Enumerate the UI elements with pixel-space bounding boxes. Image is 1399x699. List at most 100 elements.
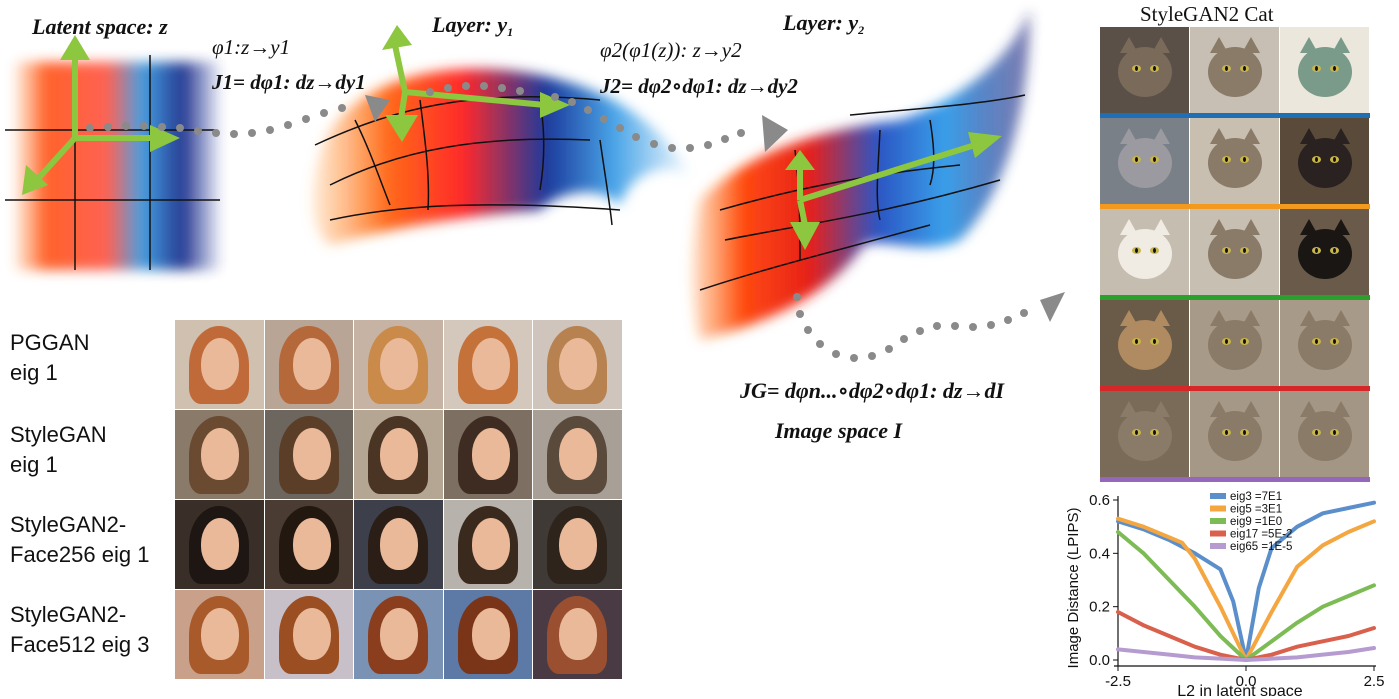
layer2-manifold bbox=[692, 10, 1030, 340]
cat-eye bbox=[1240, 156, 1249, 163]
face-image bbox=[533, 410, 622, 499]
cat-ear bbox=[1300, 219, 1318, 235]
cat-eye bbox=[1150, 65, 1159, 72]
cat-head bbox=[1118, 47, 1172, 97]
cat-head bbox=[1298, 138, 1352, 188]
face-head bbox=[559, 518, 598, 570]
face-head bbox=[201, 518, 239, 570]
face-image bbox=[264, 590, 354, 679]
cat-eye bbox=[1132, 338, 1141, 345]
cat-image bbox=[1100, 391, 1189, 477]
cat-eye bbox=[1222, 65, 1231, 72]
face-image bbox=[533, 590, 622, 679]
face-head bbox=[292, 338, 331, 390]
face-image bbox=[533, 320, 622, 409]
cat-ear bbox=[1242, 128, 1260, 144]
cat-image bbox=[1190, 118, 1279, 204]
face-image bbox=[175, 500, 264, 589]
cat-eye bbox=[1330, 338, 1339, 345]
cat-ear bbox=[1152, 310, 1170, 326]
cat-ear bbox=[1242, 37, 1260, 53]
face-image bbox=[443, 590, 533, 679]
cat-ear bbox=[1300, 310, 1318, 326]
cat-head bbox=[1118, 411, 1172, 461]
cat-ear bbox=[1152, 401, 1170, 417]
connector-layer2-to-image bbox=[793, 292, 1065, 362]
face-head bbox=[292, 608, 331, 660]
cat-head bbox=[1208, 138, 1262, 188]
face-image bbox=[443, 500, 533, 589]
cat-head bbox=[1208, 47, 1262, 97]
cat-ear bbox=[1152, 37, 1170, 53]
layer1-label: Layer: y1 bbox=[432, 12, 514, 39]
face-row-label-3: StyleGAN2- Face512 eig 3 bbox=[10, 602, 150, 657]
series-line bbox=[1116, 646, 1376, 662]
cat-eye bbox=[1240, 247, 1249, 254]
face-image bbox=[443, 320, 533, 409]
cat-ear bbox=[1152, 128, 1170, 144]
phi1-mapping: φ1:z→y1 bbox=[212, 35, 291, 59]
y-tick-label: 0.2 bbox=[1089, 599, 1110, 616]
cat-eye bbox=[1330, 429, 1339, 436]
cat-head bbox=[1118, 138, 1172, 188]
cat-ear bbox=[1300, 37, 1318, 53]
face-image bbox=[354, 590, 443, 679]
phi2-mapping: φ2(φ1(z)): z→y2 bbox=[600, 38, 742, 62]
cat-eye bbox=[1222, 156, 1231, 163]
cat-ear bbox=[1332, 401, 1350, 417]
face-row-label-1: StyleGAN eig 1 bbox=[10, 422, 107, 477]
cat-eye bbox=[1312, 247, 1321, 254]
face-image bbox=[354, 500, 443, 589]
cat-eye bbox=[1150, 156, 1159, 163]
cat-image bbox=[1190, 300, 1279, 386]
legend-swatch bbox=[1210, 543, 1226, 549]
cat-ear bbox=[1210, 401, 1228, 417]
cat-eye bbox=[1330, 156, 1339, 163]
face-image bbox=[264, 410, 354, 499]
cat-ear bbox=[1300, 401, 1318, 417]
face-image-grid bbox=[175, 320, 623, 680]
legend-label: eig65 =1E-5 bbox=[1230, 541, 1292, 553]
cat-eye bbox=[1132, 247, 1141, 254]
y-axis-label: Image Distance (LPIPS) bbox=[1065, 508, 1082, 669]
face-head bbox=[559, 608, 598, 660]
connector-layer1-to-layer2 bbox=[426, 82, 788, 152]
cat-row-separator bbox=[1100, 295, 1370, 300]
cat-head bbox=[1208, 229, 1262, 279]
connector-latent-to-layer1 bbox=[86, 95, 390, 138]
face-image bbox=[264, 320, 354, 409]
cat-ear bbox=[1120, 128, 1138, 144]
cat-eye bbox=[1132, 156, 1141, 163]
cat-head bbox=[1298, 47, 1352, 97]
manifold-diagram bbox=[5, 10, 1065, 362]
cat-head bbox=[1298, 320, 1352, 370]
legend-label: eig5 =3E1 bbox=[1230, 504, 1282, 516]
latent-space-panel bbox=[5, 35, 220, 270]
legend-swatch bbox=[1210, 530, 1226, 537]
face-head bbox=[201, 428, 239, 480]
cat-ear bbox=[1210, 37, 1228, 53]
cat-head bbox=[1118, 320, 1172, 370]
face-image bbox=[533, 500, 622, 589]
cat-ear bbox=[1120, 37, 1138, 53]
cat-eye bbox=[1312, 429, 1321, 436]
cat-row-separator bbox=[1100, 204, 1370, 209]
cat-ear bbox=[1332, 37, 1350, 53]
cat-eye bbox=[1222, 338, 1231, 345]
cat-eye bbox=[1150, 338, 1159, 345]
x-tick-label: 2.5 bbox=[1364, 673, 1385, 690]
series-line bbox=[1116, 516, 1376, 662]
cat-eye bbox=[1312, 338, 1321, 345]
jg-jacobian: JG= dφn...∘dφ2∘dφ1: dz→dI bbox=[740, 378, 1005, 403]
cat-head bbox=[1298, 229, 1352, 279]
face-head bbox=[292, 518, 331, 570]
face-head bbox=[471, 608, 510, 660]
cat-head bbox=[1208, 320, 1262, 370]
cat-head bbox=[1298, 411, 1352, 461]
cat-image bbox=[1280, 300, 1369, 386]
cat-ear bbox=[1152, 219, 1170, 235]
cat-ear bbox=[1210, 219, 1228, 235]
face-image bbox=[354, 320, 443, 409]
cat-head bbox=[1208, 411, 1262, 461]
